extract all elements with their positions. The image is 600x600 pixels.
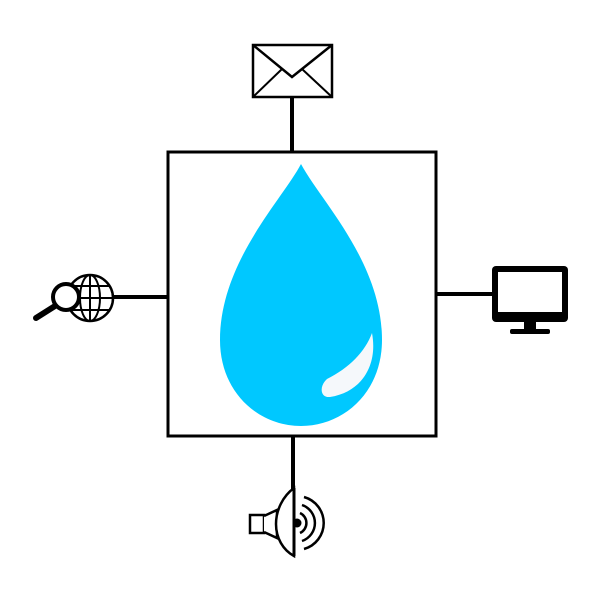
envelope-icon: [251, 43, 334, 99]
water-drop-icon: [220, 164, 382, 426]
web-search-icon: [33, 273, 115, 323]
satellite-dish-icon: [248, 485, 325, 559]
monitor-icon: [492, 266, 568, 334]
